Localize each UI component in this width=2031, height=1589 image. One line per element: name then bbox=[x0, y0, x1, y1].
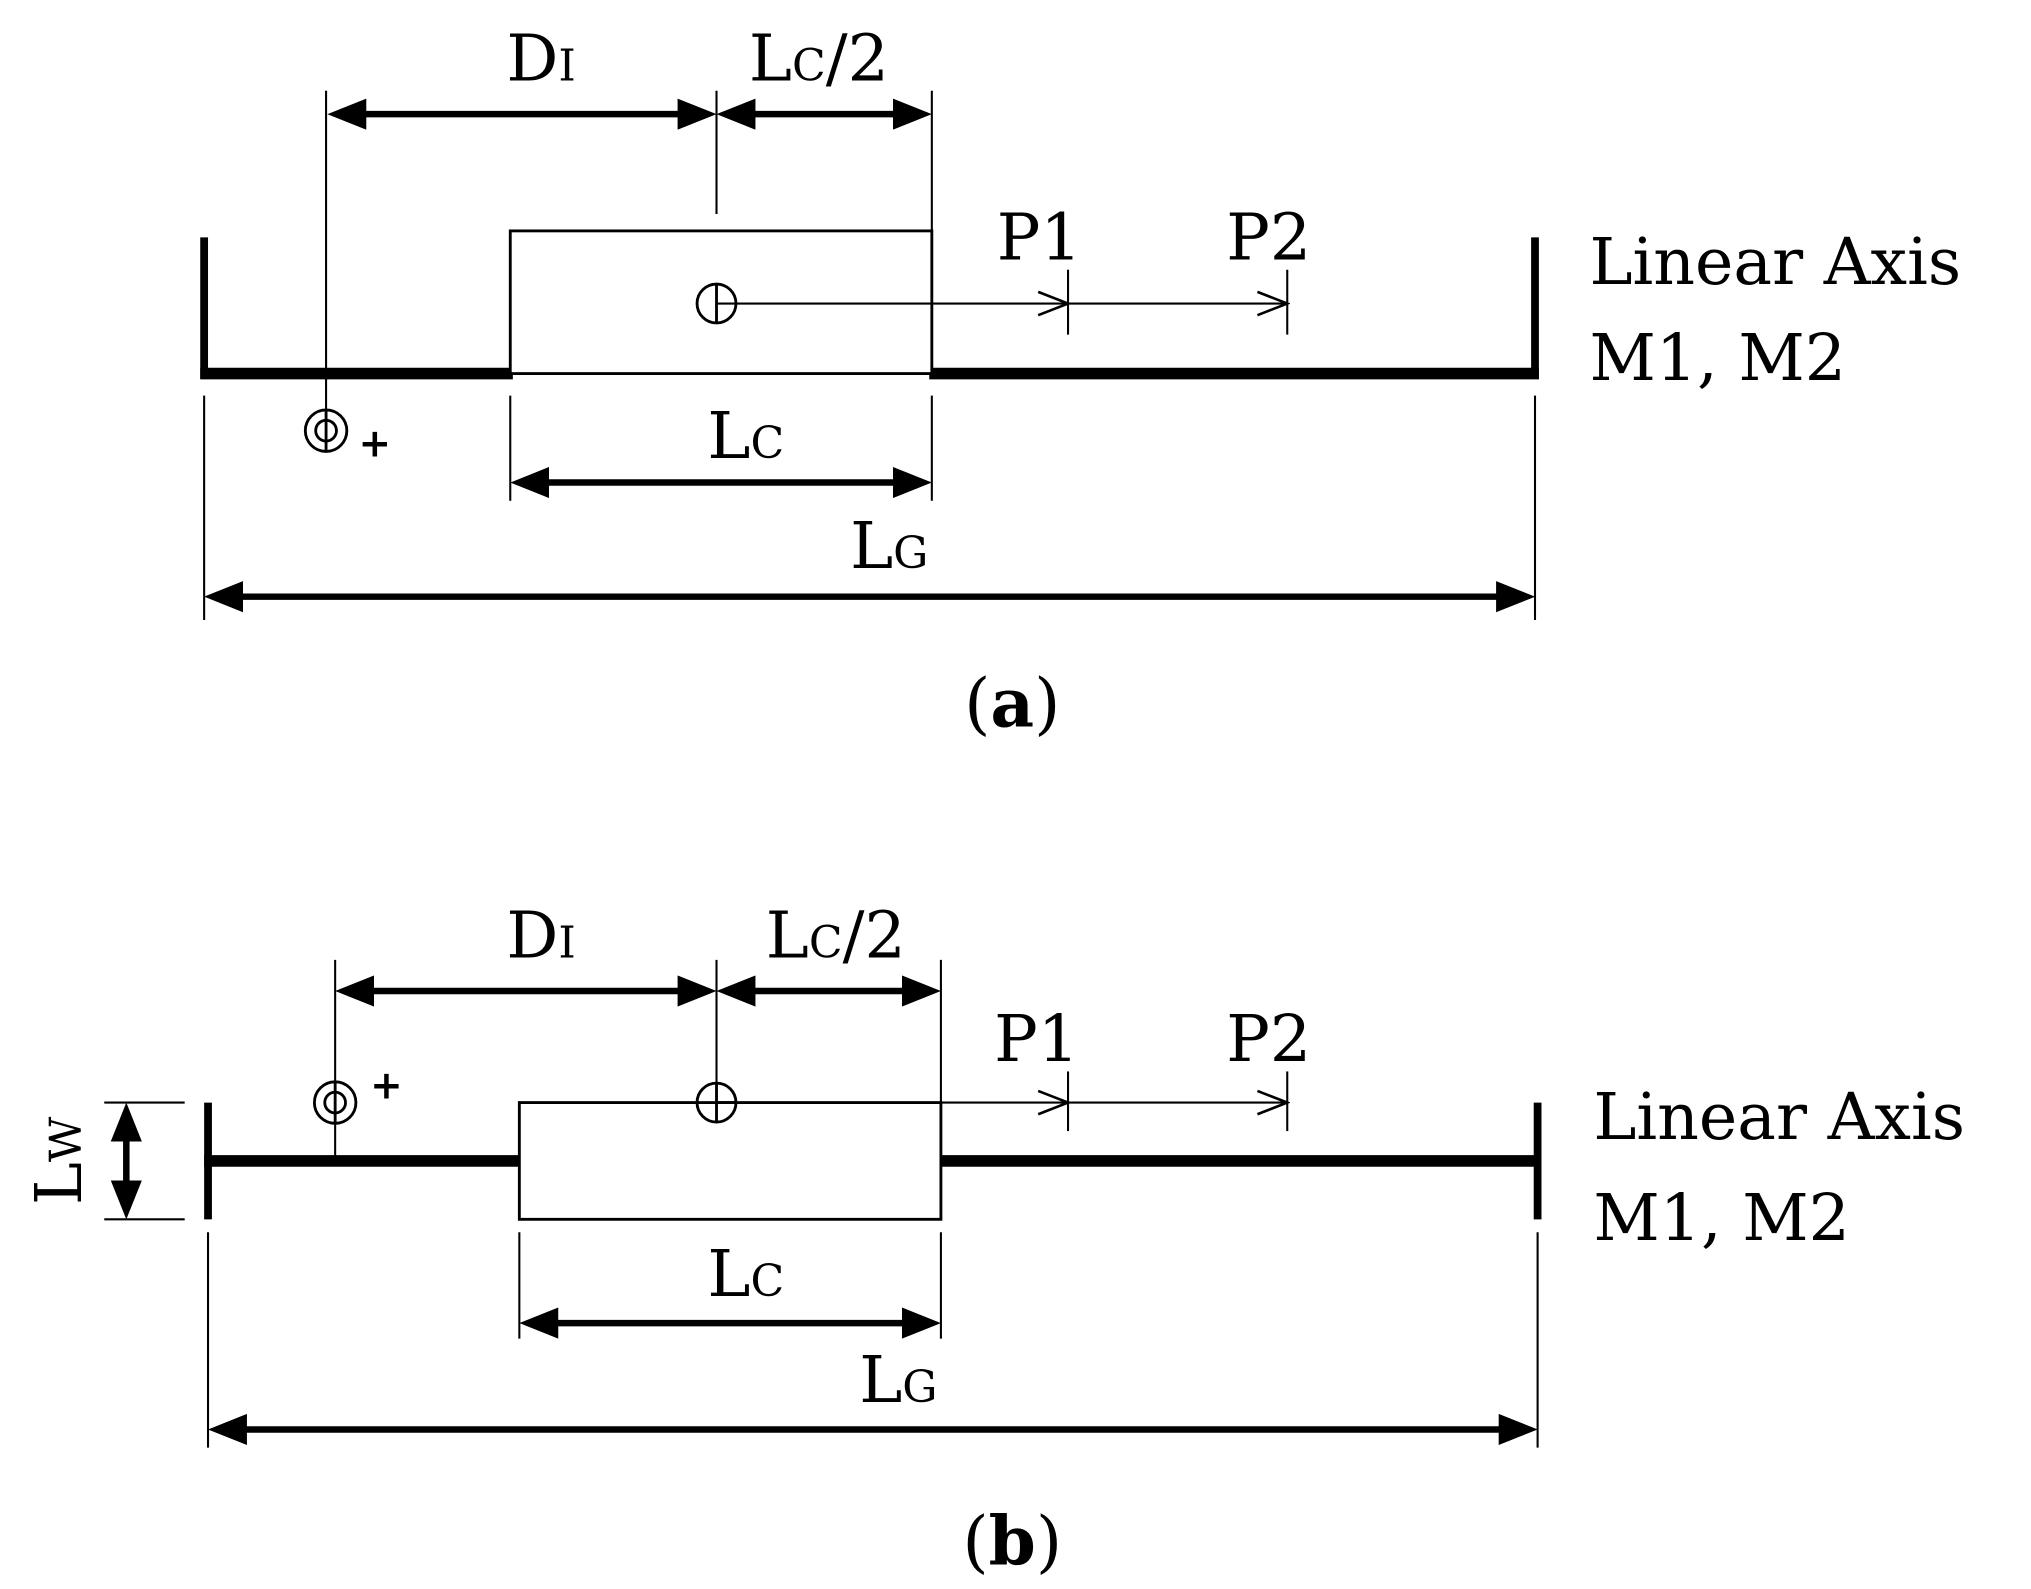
axis-motors: M1, M2 bbox=[1593, 1181, 1850, 1256]
panel-b: + LW DI LC/2 P1 P2 Linear Axis M1, M2 LC… bbox=[22, 898, 1965, 1580]
label-p1: P1 bbox=[997, 200, 1082, 275]
caption-open: ( bbox=[964, 663, 990, 742]
label-half-carriage-sub: C bbox=[792, 40, 826, 91]
label-guide-sub: G bbox=[902, 1362, 937, 1413]
label-p2: P2 bbox=[1226, 200, 1311, 275]
panel-a: + DI LC/2 P1 P2 Linear Axis M1, M2 LC LG… bbox=[200, 21, 1961, 742]
label-di: DI bbox=[506, 898, 575, 973]
label-half-carriage-tail: /2 bbox=[843, 898, 906, 973]
label-width: LW bbox=[22, 1116, 97, 1205]
label-di-main: D bbox=[506, 898, 558, 973]
label-width-sub: W bbox=[41, 1116, 92, 1162]
label-half-carriage: LC/2 bbox=[766, 898, 906, 973]
label-half-carriage-tail: /2 bbox=[826, 21, 889, 96]
label-guide-main: L bbox=[850, 509, 893, 584]
label-carriage-sub: C bbox=[750, 1256, 784, 1307]
center-of-gravity-icon bbox=[695, 282, 738, 325]
origin-icon bbox=[312, 1080, 358, 1125]
carriage bbox=[517, 1101, 943, 1221]
caption-letter: a bbox=[990, 663, 1034, 742]
label-guide-length: LG bbox=[850, 509, 928, 584]
caption-b: (b) bbox=[962, 1501, 1062, 1580]
caption-a: (a) bbox=[964, 663, 1060, 742]
label-di-sub: I bbox=[558, 40, 575, 91]
axis-title: Linear Axis bbox=[1593, 1080, 1965, 1155]
caption-close: ) bbox=[1034, 663, 1060, 742]
label-carriage-main: L bbox=[707, 1237, 750, 1312]
origin-icon bbox=[303, 408, 349, 453]
caption-letter: b bbox=[989, 1501, 1036, 1580]
label-guide-main: L bbox=[859, 1343, 902, 1418]
axis-motors: M1, M2 bbox=[1589, 321, 1846, 396]
label-di: DI bbox=[506, 21, 575, 96]
label-di-sub: I bbox=[558, 917, 575, 968]
origin-sign: + bbox=[358, 422, 391, 467]
label-carriage-sub: C bbox=[750, 418, 784, 469]
label-p1: P1 bbox=[994, 1002, 1079, 1077]
axis-title: Linear Axis bbox=[1589, 225, 1961, 300]
caption-close: ) bbox=[1036, 1501, 1062, 1580]
label-carriage-length: LC bbox=[707, 399, 784, 474]
label-half-carriage-main: L bbox=[749, 21, 792, 96]
label-width-main: L bbox=[22, 1162, 97, 1205]
carriage bbox=[508, 229, 934, 376]
caption-open: ( bbox=[962, 1501, 988, 1580]
label-p2: P2 bbox=[1226, 1002, 1311, 1077]
label-guide-length: LG bbox=[859, 1343, 937, 1418]
label-carriage-length: LC bbox=[707, 1237, 784, 1312]
label-half-carriage: LC/2 bbox=[749, 21, 889, 96]
label-half-carriage-sub: C bbox=[809, 917, 843, 968]
label-carriage-main: L bbox=[707, 399, 750, 474]
origin-sign: + bbox=[370, 1064, 403, 1109]
label-di-main: D bbox=[506, 21, 558, 96]
label-guide-sub: G bbox=[893, 528, 928, 579]
label-half-carriage-main: L bbox=[766, 898, 809, 973]
